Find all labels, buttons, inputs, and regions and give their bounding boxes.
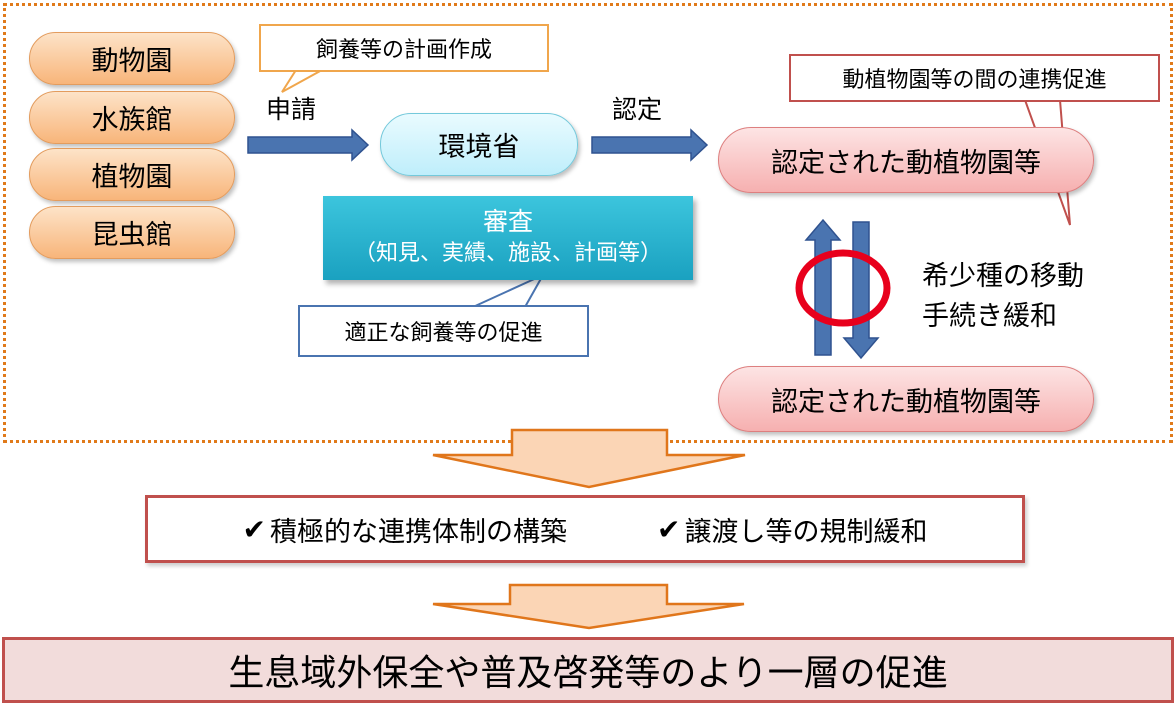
up-arrow [804,218,842,356]
relaxation-text: 希少種の移動 手続き緩和 [922,261,1084,332]
apply-arrow [247,128,370,162]
review-criteria: （知見、実績、施設、計画等） [353,241,662,266]
final-outcome-box: 生息域外保全や普及啓発等のより一層の促進 [2,637,1174,703]
highlight-circle [795,249,891,327]
result-item-deregulation: ✔ 譲渡し等の規制緩和 [657,512,928,548]
review-box: 審査 （知見、実績、施設、計画等） [323,196,693,280]
certified-facility-top: 認定された動植物園等 [718,127,1094,193]
apply-label: 申請 [266,95,317,124]
facility-insectarium: 昆虫館 [29,206,235,259]
proper-care-callout: 適正な飼養等の促進 [298,305,589,357]
results-box: ✔ 積極的な連携体制の構築 ✔ 譲渡し等の規制緩和 [145,495,1025,563]
result-item-cooperation: ✔ 積極的な連携体制の構築 [242,512,567,548]
down-arrow [842,221,880,360]
flow-down-arrow-2 [432,583,745,630]
cooperation-callout: 動植物園等の間の連携促進 [789,54,1160,102]
certify-arrow [591,128,709,162]
certify-label: 認定 [612,95,663,124]
checkmark-icon: ✔ [242,512,266,546]
checkmark-icon: ✔ [657,512,681,546]
facility-zoo: 動物園 [29,32,235,85]
ministry-of-environment: 環境省 [380,113,578,176]
review-title: 審査 [482,207,533,236]
facility-aquarium: 水族館 [29,91,235,144]
plan-callout-tail [281,69,323,93]
plan-callout: 飼養等の計画作成 [259,24,549,72]
facility-botanical-garden: 植物園 [29,148,235,201]
flow-down-arrow-1 [432,428,746,489]
certified-facility-bottom: 認定された動植物園等 [718,366,1094,432]
